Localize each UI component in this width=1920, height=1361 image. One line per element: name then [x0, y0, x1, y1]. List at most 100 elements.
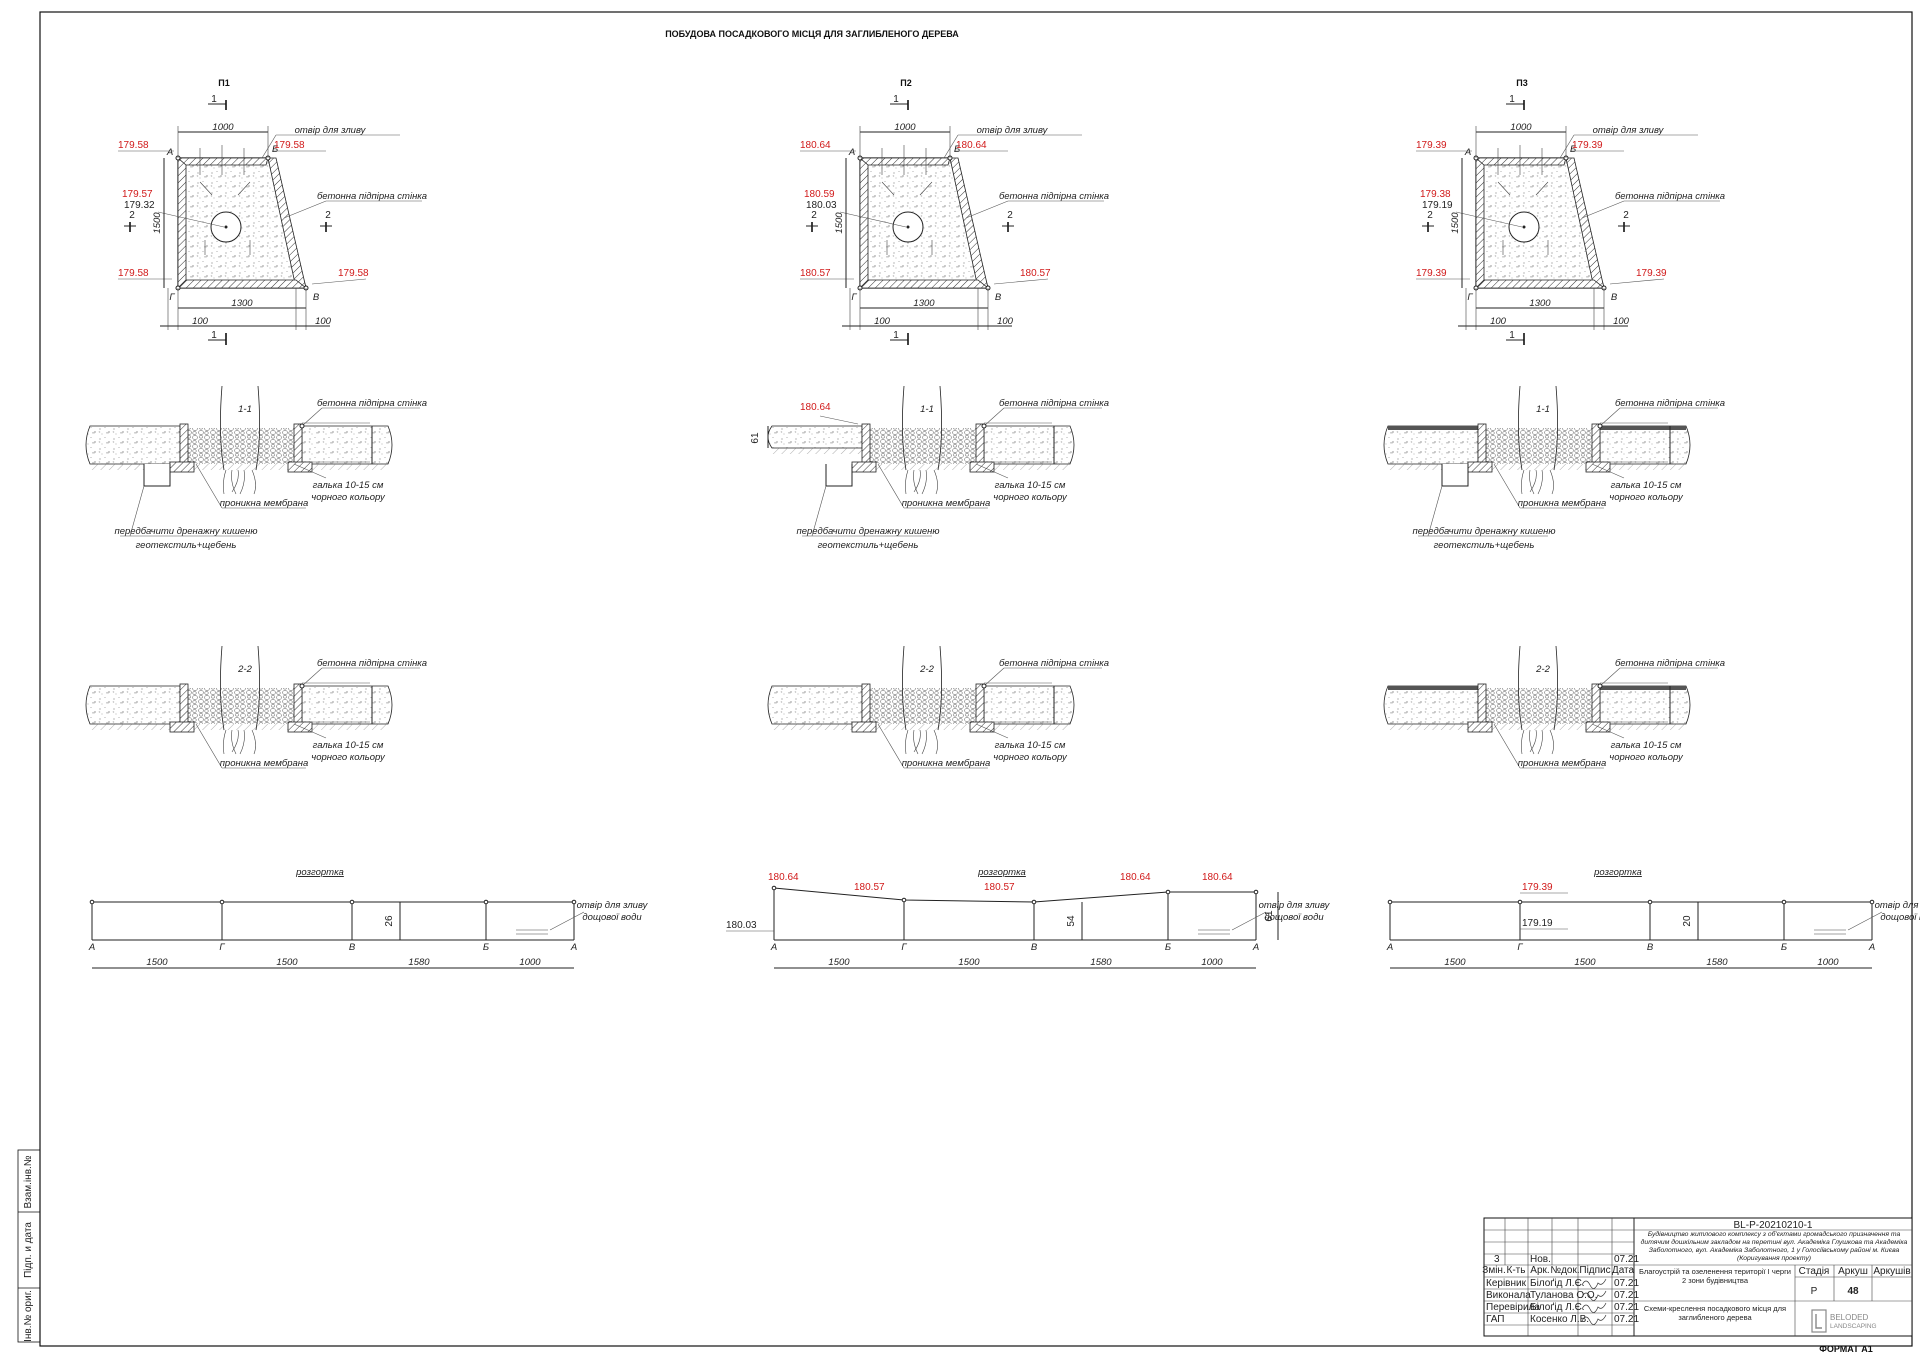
note-pebble-2: чорного кольору	[993, 752, 1068, 763]
note-leader	[261, 134, 277, 159]
side-stamp-2: Підп. и дата	[23, 1222, 34, 1278]
signature	[1581, 1290, 1607, 1301]
section-title: 1-1	[238, 404, 252, 415]
unfold-corner: Г	[1517, 942, 1523, 953]
pebble-fill	[188, 688, 294, 724]
note-leader	[293, 723, 327, 739]
side-stamp-3: Інв.№ ориг.	[23, 1290, 34, 1342]
corner-a: А	[166, 147, 173, 158]
unfold-point	[571, 899, 577, 905]
dim-height: 1500	[152, 212, 163, 234]
cut-2-right-label: 2	[1623, 210, 1629, 221]
ground-left	[772, 448, 862, 454]
note-leader	[283, 200, 327, 219]
note-wall: бетонна підпірна стінка	[317, 658, 427, 669]
wall-left	[1475, 157, 1485, 289]
elev-leader	[1455, 211, 1523, 228]
dim-bottom: 1300	[1529, 298, 1551, 309]
elev-point	[981, 423, 987, 429]
flow-arrow	[1535, 181, 1549, 196]
unfold-title: розгортка	[295, 867, 344, 878]
unfold-height: 54	[1066, 915, 1077, 927]
elev-point	[299, 683, 305, 689]
ground-left	[772, 724, 862, 730]
logo-text-2: LANDSCAPING	[1830, 1323, 1877, 1330]
note-leader	[1591, 723, 1625, 739]
tree-trunk	[902, 385, 942, 471]
note-leader	[1847, 911, 1883, 931]
elev-a: 179.39	[1416, 140, 1447, 151]
ground-left	[90, 724, 180, 730]
footing-right	[1585, 461, 1611, 473]
note-leader	[1591, 463, 1625, 479]
pebble-fill	[870, 428, 976, 464]
soil-left	[767, 685, 863, 725]
footing-right	[969, 461, 995, 473]
unfold-corner: Б	[483, 942, 489, 953]
wall-left	[1477, 423, 1487, 469]
unfold-dim: 1000	[1201, 957, 1223, 968]
unfold-point	[349, 899, 355, 905]
section-title: 1-1	[1536, 404, 1550, 415]
footing-left	[851, 721, 877, 733]
tb-name: Білоґід Л.Є.	[1530, 1302, 1585, 1313]
tb-role: Керівник	[1486, 1278, 1527, 1289]
note-pebble-1: галька 10-15 см	[313, 740, 384, 751]
note-membrane: проникна мембрана	[902, 758, 991, 769]
tree-trunk	[220, 385, 260, 471]
note-drain-1: передбачити дренажну кишеню	[114, 526, 257, 537]
elev-left: 180.64	[800, 402, 831, 413]
soil-right	[983, 685, 1075, 725]
elev-center: 180.59	[804, 189, 835, 200]
paving-right	[1600, 686, 1686, 690]
wall-bottom	[177, 279, 308, 289]
tb-project: Будівництво житлового комплексу з об'єкт…	[1640, 1231, 1908, 1262]
tb-name: Білоґід Л.Є.	[1530, 1278, 1585, 1289]
corner-b: Б	[1570, 144, 1576, 155]
wall-left	[1477, 683, 1487, 729]
tb-col-5: Дата	[1612, 1265, 1635, 1276]
unfold-corner: А	[88, 942, 95, 953]
ground-mid	[870, 464, 976, 470]
tb-col-4: Підпис	[1579, 1265, 1610, 1276]
cut-1-top-label: 1	[893, 94, 899, 105]
wall-bottom	[859, 279, 990, 289]
note-leader	[1559, 134, 1575, 159]
note-leader	[549, 911, 585, 931]
tb-sheet-h: Аркуш	[1838, 1266, 1868, 1277]
ground-left	[90, 464, 180, 470]
unfold-elev-4: 180.64	[1120, 872, 1151, 883]
signature	[1581, 1278, 1607, 1289]
wall-left	[861, 423, 871, 469]
tb-date: 07.21	[1614, 1302, 1639, 1313]
elev-v: 179.58	[338, 268, 369, 279]
note-pebble-1: галька 10-15 см	[1611, 480, 1682, 491]
dim-off-right: 100	[997, 316, 1014, 327]
unfold-point	[219, 899, 225, 905]
pebble-fill	[1486, 428, 1592, 464]
dim-off-left: 100	[874, 316, 891, 327]
ground-right	[984, 724, 1070, 730]
cut-2-left-label: 2	[811, 210, 817, 221]
unfold-point	[1781, 899, 1787, 905]
unfold-elev-5: 180.64	[1202, 872, 1233, 883]
unfold-elev-low: 179.19	[1522, 918, 1553, 929]
cut-1-top-label: 1	[1509, 94, 1515, 105]
title-block: BL-P-20210210-1 Будівництво житлового ко…	[1482, 1217, 1913, 1354]
unfold-corner: Г	[219, 942, 225, 953]
unfold-point	[901, 897, 907, 903]
note-membrane: проникна мембрана	[1518, 758, 1607, 769]
note-pebble-2: чорного кольору	[311, 492, 386, 503]
note-hole: отвір для зливу	[295, 125, 367, 136]
footing-left	[169, 721, 195, 733]
tb-col-1: К-ть	[1507, 1265, 1526, 1276]
dim-off-left: 100	[192, 316, 209, 327]
wall-right	[1591, 683, 1601, 729]
note-leader	[943, 134, 959, 159]
dim-off-left: 100	[1490, 316, 1507, 327]
note-pebble-2: чорного кольору	[1609, 752, 1684, 763]
wall-top	[176, 157, 269, 166]
drain-pocket	[1441, 464, 1469, 487]
